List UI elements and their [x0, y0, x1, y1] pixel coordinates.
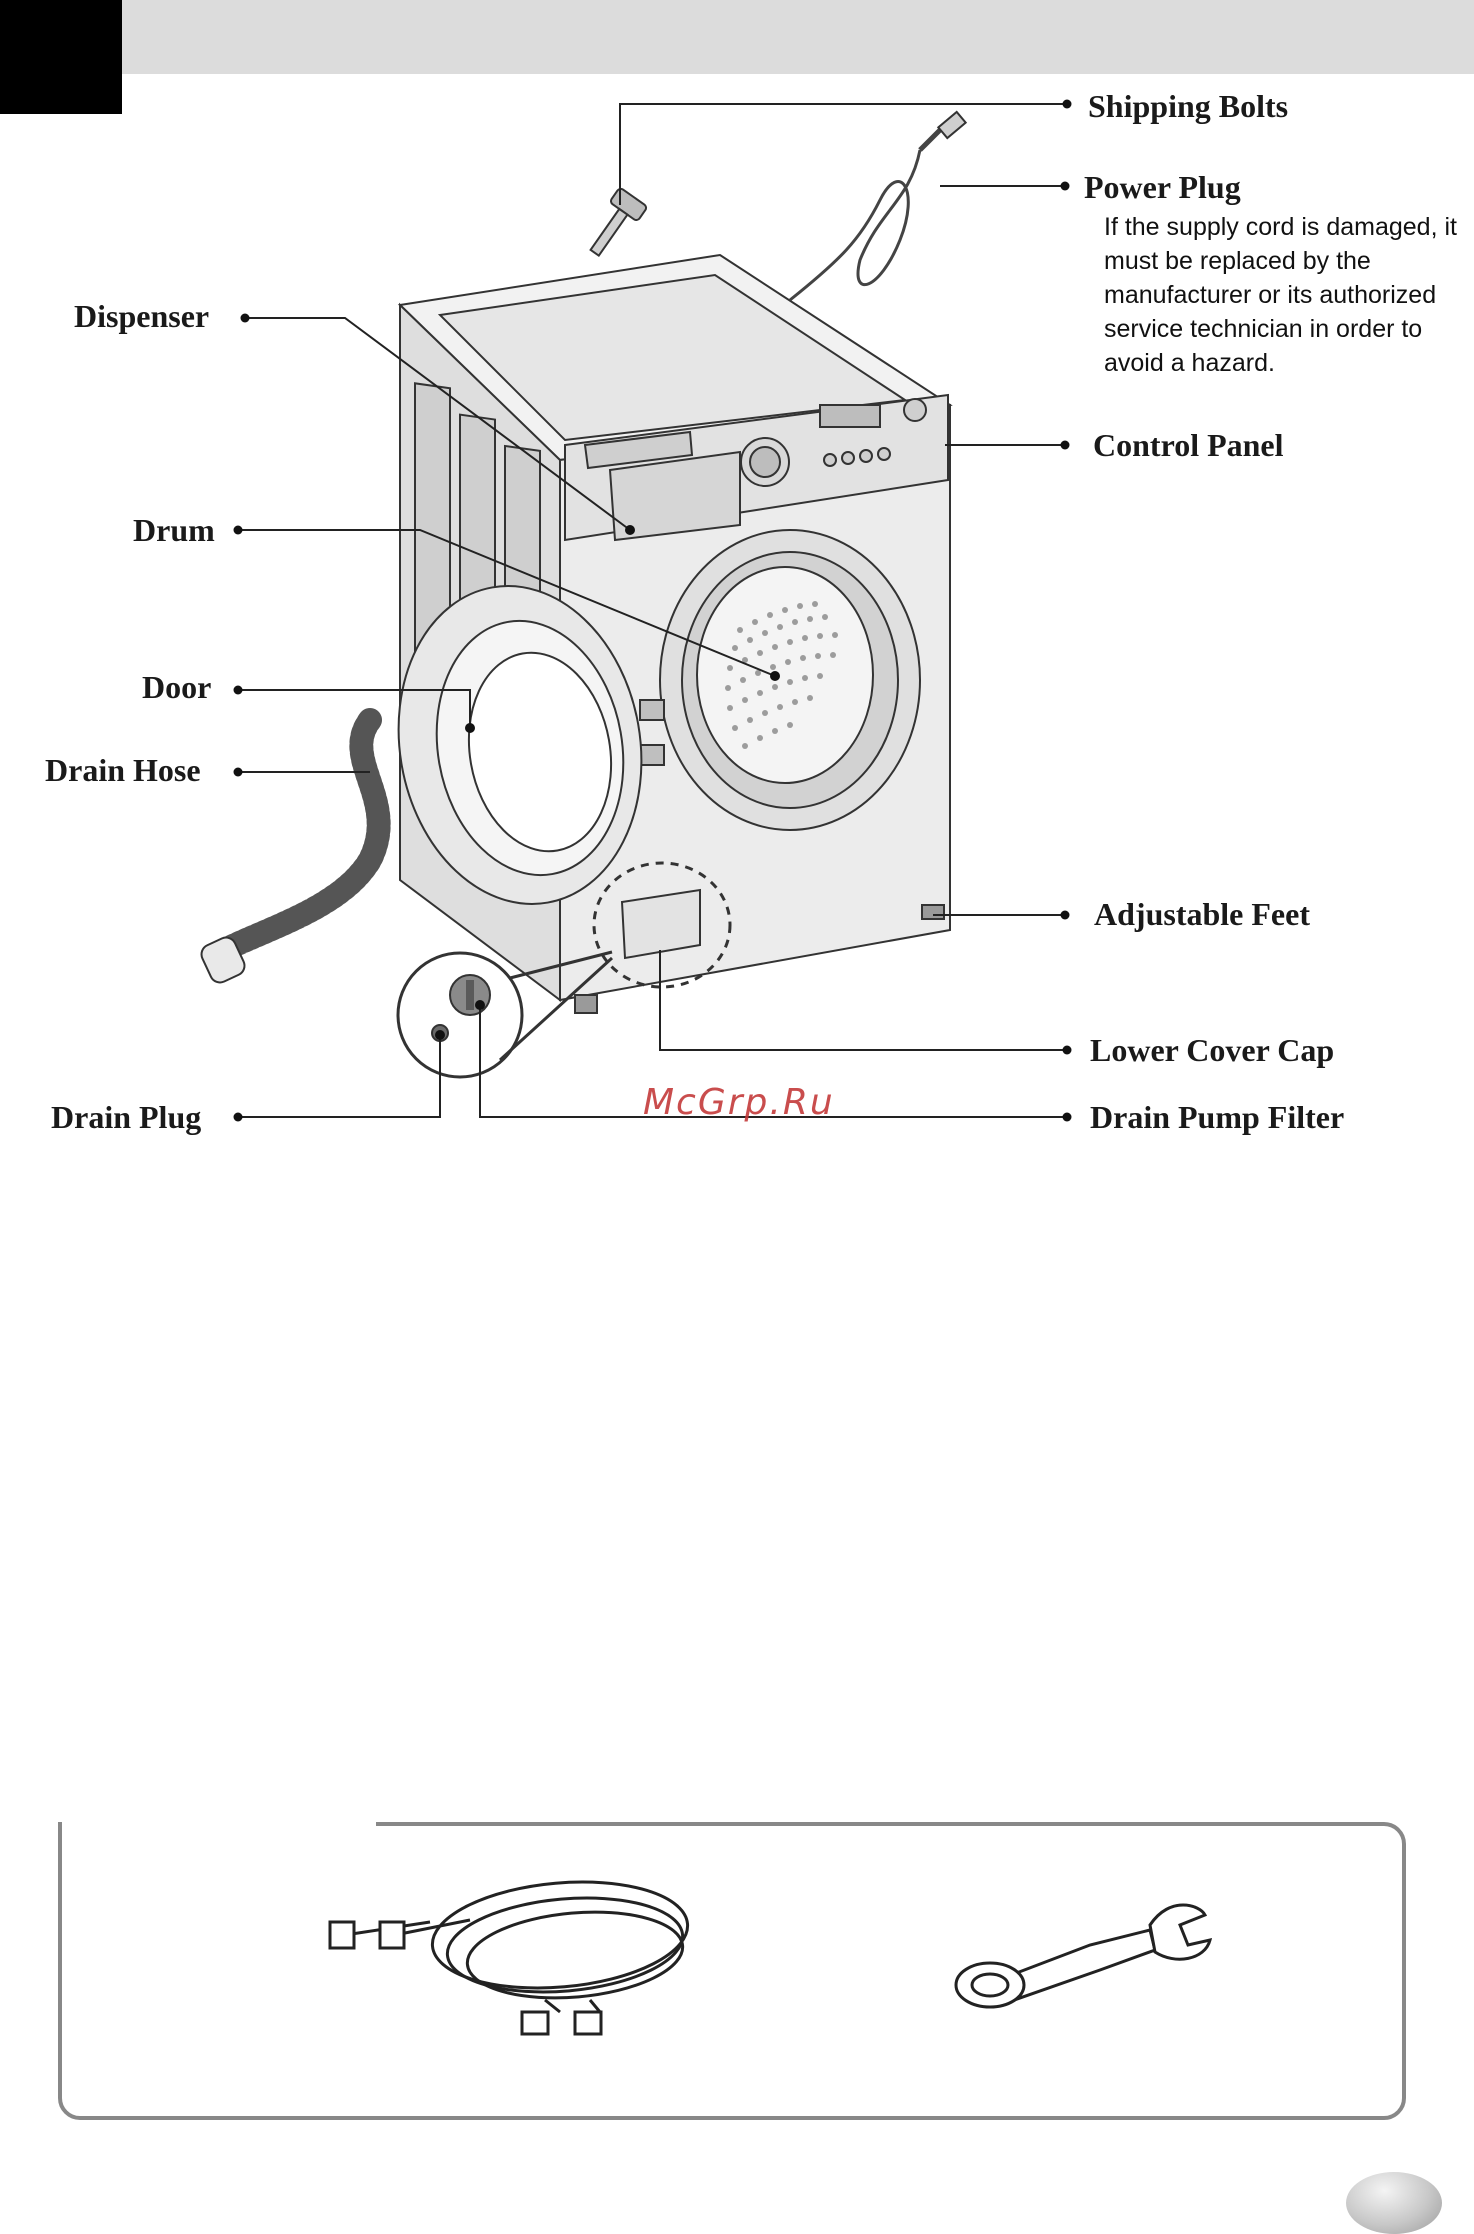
- lower-cover-cap-label: Lower Cover Cap: [1090, 1034, 1334, 1066]
- drain-plug-label: Drain Plug: [51, 1101, 201, 1133]
- page-number-badge: [1346, 2172, 1442, 2234]
- drain-pump-filter-label: Drain Pump Filter: [1090, 1101, 1344, 1133]
- power-plug-note: If the supply cord is damaged, it must b…: [1104, 210, 1464, 380]
- shipping-bolts-label: Shipping Bolts: [1088, 90, 1288, 122]
- accessories-box-gap: [54, 1818, 376, 1830]
- accessories-box: [58, 1822, 1406, 2120]
- control-panel-label: Control Panel: [1093, 429, 1284, 461]
- drain-hose-label: Drain Hose: [45, 754, 201, 786]
- adjustable-feet-label: Adjustable Feet: [1094, 898, 1310, 930]
- watermark: McGrp.Ru: [643, 1082, 835, 1123]
- drum-label: Drum: [133, 514, 215, 546]
- power-plug-label: Power Plug: [1084, 171, 1241, 203]
- dispenser-label: Dispenser: [74, 300, 209, 332]
- washing-machine-icon: [198, 112, 965, 1077]
- door-label: Door: [142, 671, 211, 703]
- accessories-box-tick: [58, 1822, 62, 1860]
